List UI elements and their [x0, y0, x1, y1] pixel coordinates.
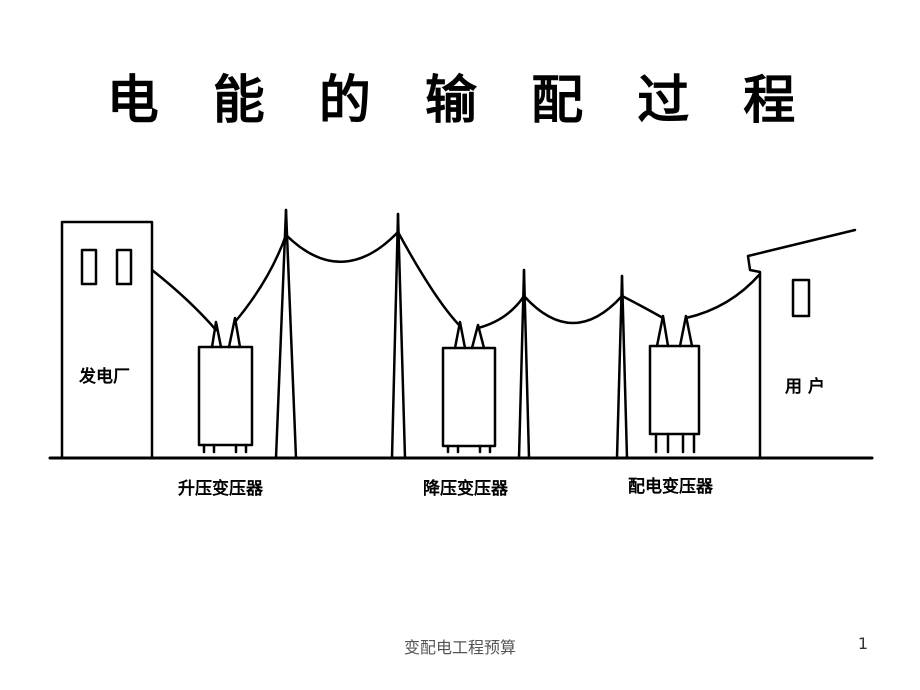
wire-t2-to-pole3 — [476, 294, 526, 330]
user-label: 用 户 — [785, 377, 825, 397]
power-plant-building — [60, 220, 154, 460]
pole-4-right — [620, 274, 629, 460]
step-down-transformer — [441, 346, 497, 448]
pole-1 — [274, 208, 288, 460]
wire-t3-to-user — [684, 272, 762, 320]
pole-4 — [615, 274, 624, 460]
wire-pole2-to-t2 — [396, 230, 462, 328]
slide-title: 电 能 的 输 配 过 程 — [106, 71, 814, 131]
step-up-transformer-label: 升压变压器 — [178, 479, 263, 499]
pole-2-right — [396, 212, 407, 460]
distribution-transformer — [648, 344, 701, 436]
wire-t1-to-pole1 — [233, 233, 288, 324]
step-up-transformer — [197, 345, 254, 447]
wire-pole4-to-t3 — [620, 294, 665, 320]
pole-2 — [390, 212, 400, 460]
slide-footer: 变配电工程预算 — [403, 638, 516, 657]
step-down-bushings — [453, 320, 486, 350]
wire-plant-to-t1 — [150, 268, 218, 332]
pole-3-right — [522, 268, 531, 460]
page-number: 1 — [857, 634, 868, 653]
user-building — [746, 228, 857, 460]
distribution-bushings — [655, 314, 694, 348]
plant-window-right — [115, 248, 133, 286]
power-plant-label: 发电厂 — [79, 367, 130, 387]
step-down-transformer-label: 降压变压器 — [423, 479, 508, 499]
pole-1-right — [284, 208, 298, 460]
wire-pole3-to-pole4 — [522, 294, 624, 325]
distribution-transformer-label: 配电变压器 — [628, 477, 713, 497]
step-up-bushings — [210, 316, 242, 349]
plant-window-left — [80, 248, 98, 286]
user-window — [791, 278, 811, 318]
wire-pole1-to-pole2 — [284, 230, 400, 263]
pole-3 — [517, 268, 526, 460]
